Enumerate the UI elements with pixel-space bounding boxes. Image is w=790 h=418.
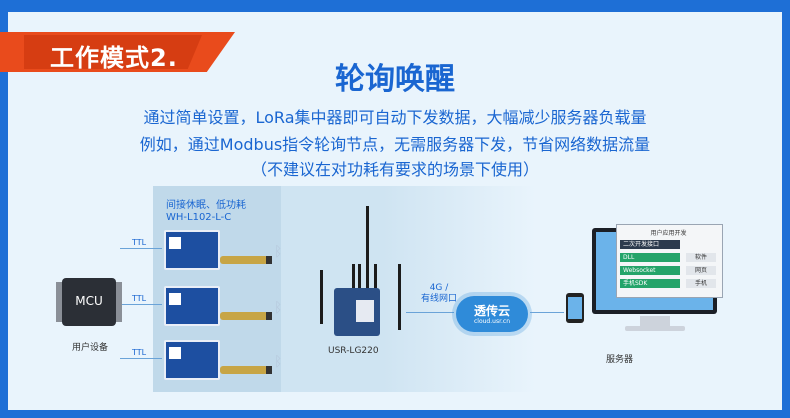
router-antenna-icon [358,264,361,290]
antenna-icon [220,366,268,374]
monitor-stand [640,316,670,326]
antenna-icon [220,256,268,264]
lora-module-3 [164,340,220,380]
sdk-row-right: 手机 [686,279,716,288]
wireless-icon: ᛒ [274,244,283,260]
cloud-name: 透传云 [473,304,510,318]
wireless-icon: ᛒ [274,354,283,370]
router-antenna-icon [352,264,355,290]
cloud-link-line [530,312,564,313]
server-caption: 服务器 [606,355,634,365]
user-device-caption: 用户设备 [72,343,109,353]
module-model-label: WH-L102-L-C [166,212,232,223]
sdk-row-right: 网页 [686,266,716,275]
page-title: 轮询唤醒 [335,62,455,97]
usr-logo-icon [169,237,181,249]
usr-logo-icon [169,293,181,305]
cloud-icon [456,296,528,332]
router-antenna-icon [374,264,377,290]
router-front-panel [356,300,374,322]
ttl-link-line [120,304,162,305]
network-label: 4G / 有线网口 [420,283,457,304]
monitor-base [625,326,685,331]
ttl-link-line [120,248,162,249]
description-line-2: 例如，通过Modbus指令轮询节点，无需服务器下发，节省网络数据流量 [139,135,651,154]
router-caption: USR-LG220 [328,346,379,356]
router-antenna-icon [366,206,369,290]
module-group-label: 间接休眠、低功耗 [166,200,246,211]
sdk-title: 用户应用开发 [650,230,687,237]
mode-badge-inner [24,35,202,69]
sdk-row-left: 手机SDK [620,279,680,288]
network-link-line [406,312,454,313]
ttl-label: TTL [132,348,147,357]
ttl-link-line [120,358,162,359]
description-line-3: （不建议在对功耗有要求的场景下使用） [250,160,539,179]
router-antenna-icon [398,264,401,330]
wireless-icon: ᛒ [274,300,283,316]
sdk-row-right: 软件 [686,253,716,262]
antenna-tip-icon [266,312,272,320]
mcu-label: MCU [75,294,103,308]
sdk-row-left: 二次开发接口 [620,240,680,249]
cloud-url: cloud.usr.cn [473,318,510,325]
lora-module-1 [164,230,220,270]
sdk-row-left: DLL [620,253,680,262]
mcu-chip-icon [62,278,116,326]
phone-screen [568,297,582,319]
sdk-row-left: Websocket [620,266,680,275]
router-antenna-icon [320,270,323,324]
mode-label: 工作模式2. [50,44,178,72]
lora-module-2 [164,286,220,326]
ttl-label: TTL [132,238,147,247]
ttl-label: TTL [132,294,147,303]
antenna-tip-icon [266,366,272,374]
antenna-tip-icon [266,256,272,264]
description-line-1: 通过简单设置，LoRa集中器即可自动下发数据，大幅减少服务器负载量 [143,108,647,127]
antenna-icon [220,312,268,320]
usr-logo-icon [169,347,181,359]
